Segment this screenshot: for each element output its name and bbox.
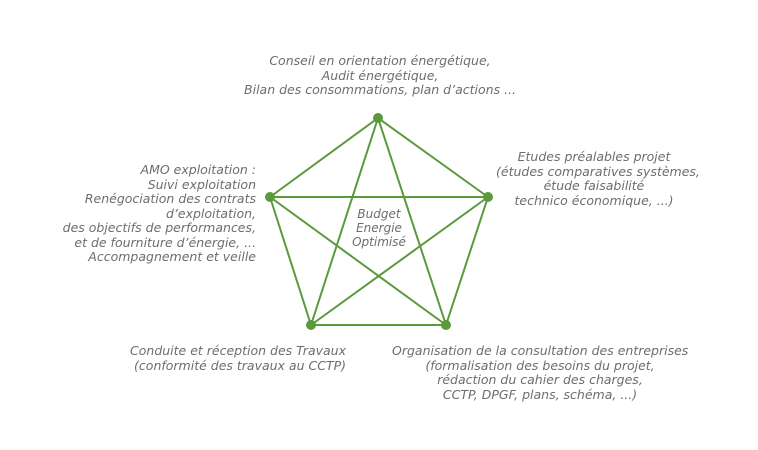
node-label-left: AMO exploitation : Suivi exploitation Re… bbox=[50, 162, 256, 265]
connector-right-bottom-right bbox=[445, 196, 489, 326]
label-line: Suivi exploitation bbox=[147, 176, 256, 192]
connector-top-bottom-left bbox=[310, 117, 379, 326]
node-dot-bottom-left bbox=[306, 320, 316, 330]
label-line: (conformité des travaux au CCTP) bbox=[134, 357, 346, 373]
label-line: Conseil en orientation énergétique, bbox=[269, 53, 491, 68]
label-line: Audit énergétique, bbox=[321, 67, 439, 83]
center-line: Optimisé bbox=[352, 235, 406, 249]
node-dot-right bbox=[483, 192, 493, 202]
connector-top-bottom-right bbox=[377, 117, 447, 326]
label-line: (études comparatives systèmes, bbox=[496, 163, 700, 179]
center-line: Budget bbox=[357, 207, 401, 221]
center-line: Energie bbox=[356, 221, 402, 235]
connector-bottom-right-left bbox=[269, 196, 447, 326]
label-line: et de fourniture d’énergie, ... bbox=[74, 234, 256, 250]
label-line: Organisation de la consultation des entr… bbox=[392, 343, 689, 358]
node-label-right: Etudes préalables projet (études compara… bbox=[496, 149, 700, 208]
label-line: technico économique, ...) bbox=[514, 192, 674, 208]
node-dot-top bbox=[373, 113, 383, 123]
node-label-top: Conseil en orientation énergétique, Audi… bbox=[244, 53, 516, 98]
label-line: (formalisation des besoins du projet, bbox=[425, 357, 655, 373]
node-label-bottom-left: Conduite et réception des Travaux (confo… bbox=[122, 343, 346, 373]
label-line: d’exploitation, bbox=[165, 205, 256, 221]
connector-top-left bbox=[269, 117, 379, 198]
label-line: Accompagnement et veille bbox=[88, 249, 256, 264]
label-line: CCTP, DPGF, plans, schéma, ...) bbox=[442, 386, 638, 402]
label-line: Bilan des consommations, plan d’actions … bbox=[244, 82, 516, 97]
node-dot-left bbox=[265, 192, 275, 202]
label-line: Conduite et réception des Travaux bbox=[130, 343, 346, 358]
connector-bottom-left-left bbox=[269, 196, 312, 326]
label-line: AMO exploitation : bbox=[140, 162, 256, 177]
connector-right-bottom-left bbox=[310, 196, 489, 326]
center-label: Budget Energie Optimisé bbox=[339, 207, 419, 249]
label-line: étude faisabilité bbox=[543, 178, 645, 193]
label-line: rédaction du cahier des charges, bbox=[437, 372, 643, 387]
label-line: Etudes préalables projet bbox=[517, 149, 671, 164]
connector-top-right bbox=[377, 117, 489, 198]
node-label-bottom-right: Organisation de la consultation des entr… bbox=[392, 343, 689, 402]
node-dot-bottom-right bbox=[441, 320, 451, 330]
label-line: Renégociation des contrats bbox=[84, 191, 256, 206]
label-line: des objectifs de performances, bbox=[62, 220, 256, 235]
